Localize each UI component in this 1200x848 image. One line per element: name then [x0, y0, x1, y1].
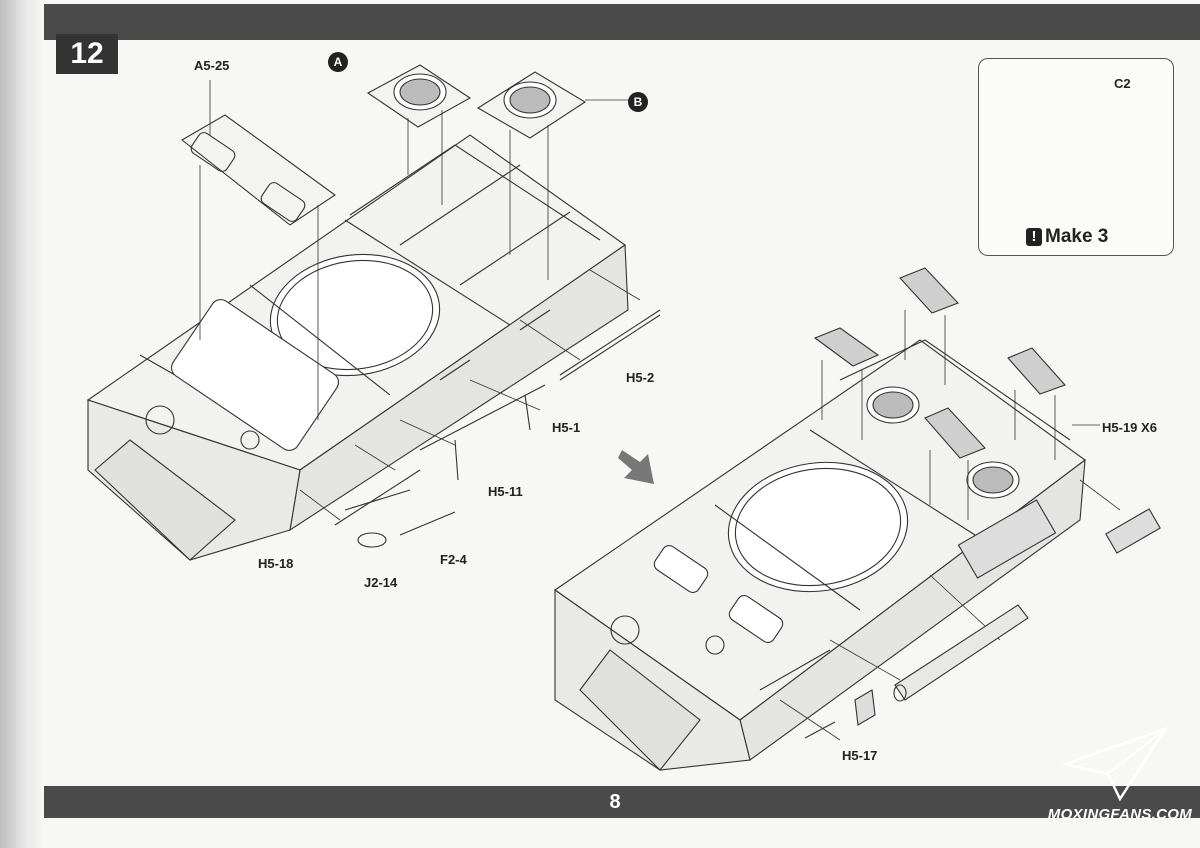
right-hull-drawing [554, 339, 1086, 771]
label-c2: C2 [1114, 76, 1131, 91]
label-h5-18: H5-18 [258, 556, 294, 571]
rail-part-h5-2 [559, 309, 661, 381]
footer-bar [44, 786, 1200, 818]
barrel-part [893, 604, 1029, 702]
make-quantity-text: Make 3 [1045, 226, 1109, 247]
exclamation-icon: ! [1026, 228, 1042, 246]
label-h5-11: H5-11 [488, 484, 523, 499]
paper-plane-logo-icon [1060, 726, 1169, 802]
grille-plate-b [476, 71, 587, 139]
next-step-arrow-icon [618, 450, 654, 484]
label-a5-25: A5-25 [194, 58, 230, 73]
tool-parts-h5-17 [759, 649, 876, 739]
label-h5-19: H5-19 X6 [1102, 420, 1157, 435]
track-link-group-right [1105, 508, 1161, 554]
mesh-screens [813, 267, 1066, 459]
step-number: 12 [56, 34, 118, 74]
subassembly-inset [978, 58, 1174, 256]
page-number: 8 [609, 791, 621, 813]
label-h5-1: H5-1 [552, 420, 581, 435]
callout-b: B [628, 92, 648, 112]
grille-plate-a [366, 64, 472, 128]
label-h5-2: H5-2 [626, 370, 655, 385]
page-binding-shadow [0, 0, 44, 848]
hatch-plate-a5-25 [181, 114, 336, 226]
watermark-text: MOXINGFANS.COM [1047, 806, 1192, 823]
header-bar [44, 4, 1200, 40]
label-j2-14: J2-14 [364, 575, 398, 590]
label-h5-17: H5-17 [842, 748, 878, 763]
bar-part-h5-11 [419, 384, 546, 481]
callout-a: A [328, 52, 348, 72]
left-hull-drawing [86, 134, 629, 561]
label-f2-4: F2-4 [440, 552, 467, 567]
make-quantity-note: !Make 3 [1026, 226, 1108, 248]
tool-parts-h5-18 [334, 469, 456, 548]
